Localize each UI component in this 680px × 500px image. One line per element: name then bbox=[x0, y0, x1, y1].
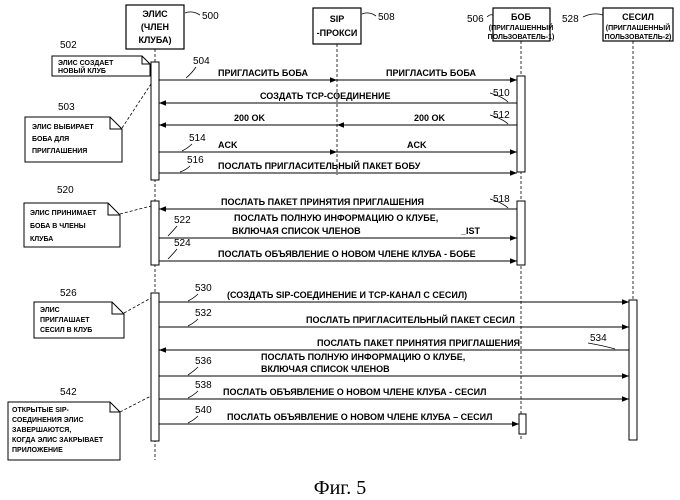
svg-text:СЕСИЛ В КЛУБ: СЕСИЛ В КЛУБ bbox=[40, 327, 92, 334]
message-label: ACK bbox=[407, 140, 427, 150]
ref-label: 542 bbox=[60, 387, 77, 398]
svg-text:516: 516 bbox=[187, 155, 204, 166]
activation-bob-3 bbox=[519, 414, 526, 434]
svg-text:504: 504 bbox=[193, 56, 210, 67]
message-label: ПОСЛАТЬ ПОЛНУЮ ИНФОРМАЦИЮ О КЛУБЕ, bbox=[261, 352, 465, 362]
svg-text:БОБА В ЧЛЕНЫ: БОБА В ЧЛЕНЫ bbox=[30, 223, 86, 230]
message-label: ПОСЛАТЬ ОБЪЯВЛЕНИЕ О НОВОМ ЧЛЕНЕ КЛУБА -… bbox=[218, 249, 476, 259]
note-503: ЭЛИС ВЫБИРАЕТ БОБА ДЛЯ ПРИГЛАШЕНИЯ 503 bbox=[25, 102, 122, 162]
message-label: ПОСЛАТЬ ОБЪЯВЛЕНИЕ О НОВОМ ЧЛЕНЕ КЛУБА –… bbox=[227, 412, 492, 422]
svg-text:530: 530 bbox=[195, 283, 212, 294]
svg-text:538: 538 bbox=[195, 380, 212, 391]
participant-cecil: СЕСИЛ (ПРИГЛАШЕННЫЙ ПОЛЬЗОВАТЕЛЬ-2) 528 bbox=[562, 8, 673, 41]
svg-text:524: 524 bbox=[174, 238, 191, 249]
figure-caption: Фиг. 5 bbox=[314, 477, 366, 499]
svg-text:ПОЛЬЗОВАТЕЛЬ-1): ПОЛЬЗОВАТЕЛЬ-1) bbox=[488, 34, 555, 41]
message-label: _IST bbox=[460, 226, 481, 236]
svg-text:ЭЛИС СОЗДАЕТ: ЭЛИС СОЗДАЕТ bbox=[58, 60, 114, 67]
note-542: ОТКРЫТЫЕ SIP- СОЕДИНЕНИЯ ЭЛИС ЗАВЕРШАЮТС… bbox=[8, 387, 120, 460]
note-520: ЭЛИС ПРИНИМАЕТ БОБА В ЧЛЕНЫ КЛУБА 520 bbox=[24, 185, 120, 247]
participant-bob: БОБ (ПРИГЛАШЕННЫЙ ПОЛЬЗОВАТЕЛЬ-1) 506 bbox=[467, 8, 554, 41]
svg-text:ЭЛИС: ЭЛИС bbox=[40, 307, 60, 314]
ref-label: 503 bbox=[58, 102, 75, 113]
ref-label: 502 bbox=[60, 40, 77, 51]
svg-text:БОБА ДЛЯ: БОБА ДЛЯ bbox=[32, 136, 69, 143]
svg-text:SIP: SIP bbox=[330, 14, 345, 24]
svg-text:522: 522 bbox=[174, 215, 191, 226]
svg-text:БОБ: БОБ bbox=[511, 12, 531, 22]
svg-text:532: 532 bbox=[195, 308, 212, 319]
message-label: 200 OK bbox=[414, 113, 446, 123]
svg-text:ОТКРЫТЫЕ SIP-: ОТКРЫТЫЕ SIP- bbox=[12, 407, 70, 414]
svg-text:(ЧЛЕН: (ЧЛЕН bbox=[141, 22, 169, 32]
svg-text:СЕСИЛ: СЕСИЛ bbox=[622, 12, 654, 22]
activation-bob-2 bbox=[517, 201, 525, 265]
svg-text:ЭЛИС ПРИНИМАЕТ: ЭЛИС ПРИНИМАЕТ bbox=[30, 210, 97, 217]
svg-text:ПРИГЛАШАЕТ: ПРИГЛАШАЕТ bbox=[40, 317, 90, 324]
message-label: ПРИГЛАСИТЬ БОБА bbox=[386, 68, 476, 78]
ref-label: 528 bbox=[562, 14, 579, 25]
message-label: СОЗДАТЬ TCP-СОЕДИНЕНИЕ bbox=[260, 91, 390, 101]
message-label: ПОСЛАТЬ ПАКЕТ ПРИНЯТИЯ ПРИГЛАШЕНИЯ bbox=[221, 197, 424, 207]
svg-text:540: 540 bbox=[195, 405, 212, 416]
svg-text:ЗАВЕРШАЮТСЯ,: ЗАВЕРШАЮТСЯ, bbox=[12, 427, 71, 434]
message-label: ПОСЛАТЬ ПОЛНУЮ ИНФОРМАЦИЮ О КЛУБЕ, bbox=[234, 213, 438, 223]
message-refs: 504 510 512 514 516 518 522 524 530 532 … bbox=[168, 56, 615, 423]
svg-text:ЭЛИС ВЫБИРАЕТ: ЭЛИС ВЫБИРАЕТ bbox=[32, 124, 94, 131]
participant-sip-proxy: SIP -ПРОКСИ 508 bbox=[313, 8, 395, 44]
svg-text:КОГДА ЭЛИС ЗАКРЫВАЕТ: КОГДА ЭЛИС ЗАКРЫВАЕТ bbox=[12, 437, 104, 444]
message-label: ПОСЛАТЬ ПАКЕТ ПРИНЯТИЯ ПРИГЛАШЕНИЯ bbox=[317, 338, 520, 348]
svg-text:ПРИЛОЖЕНИЕ: ПРИЛОЖЕНИЕ bbox=[12, 447, 63, 454]
activation-cecil bbox=[629, 300, 637, 440]
message-label: ПРИГЛАСИТЬ БОБА bbox=[218, 68, 308, 78]
ref-label: 506 bbox=[467, 14, 484, 25]
svg-text:ПОЛЬЗОВАТЕЛЬ-2): ПОЛЬЗОВАТЕЛЬ-2) bbox=[605, 34, 672, 41]
ref-label: 500 bbox=[202, 11, 219, 22]
note-connectors bbox=[120, 66, 151, 412]
svg-text:НОВЫЙ КЛУБ: НОВЫЙ КЛУБ bbox=[58, 66, 106, 75]
message-labels: ПРИГЛАСИТЬ БОБА ПРИГЛАСИТЬ БОБА СОЗДАТЬ … bbox=[218, 68, 520, 422]
message-label: ACK bbox=[218, 140, 238, 150]
svg-text:514: 514 bbox=[189, 133, 206, 144]
message-label: 200 OK bbox=[234, 113, 266, 123]
ref-label: 508 bbox=[378, 12, 395, 23]
svg-text:534: 534 bbox=[590, 333, 607, 344]
svg-text:(ПРИГЛАШЕННЫЙ: (ПРИГЛАШЕННЫЙ bbox=[606, 23, 671, 32]
activation-alice-3 bbox=[151, 293, 159, 441]
activation-bob-1 bbox=[517, 76, 525, 172]
message-label: ПОСЛАТЬ ОБЪЯВЛЕНИЕ О НОВОМ ЧЛЕНЕ КЛУБА -… bbox=[223, 387, 486, 397]
message-label: (СОЗДАТЬ SIP-СОЕДИНЕНИЕ И TCP-КАНАЛ С СЕ… bbox=[227, 290, 467, 300]
svg-text:536: 536 bbox=[195, 356, 212, 367]
message-label: ПОСЛАТЬ ПРИГЛАСИТЕЛЬНЫЙ ПАКЕТ СЕСИЛ bbox=[306, 314, 515, 325]
svg-text:КЛУБА: КЛУБА bbox=[30, 236, 53, 243]
ref-label: 526 bbox=[60, 288, 77, 299]
svg-text:КЛУБА): КЛУБА) bbox=[138, 35, 171, 45]
svg-text:ЭЛИС: ЭЛИС bbox=[142, 9, 168, 19]
svg-text:ПРИГЛАШЕНИЯ: ПРИГЛАШЕНИЯ bbox=[32, 148, 87, 155]
svg-text:-ПРОКСИ: -ПРОКСИ bbox=[317, 28, 358, 38]
svg-text:СОЕДИНЕНИЯ ЭЛИС: СОЕДИНЕНИЯ ЭЛИС bbox=[12, 417, 84, 424]
message-label: ВКЛЮЧАЯ СПИСОК ЧЛЕНОВ bbox=[261, 364, 390, 374]
activation-alice-2 bbox=[151, 201, 159, 265]
message-label: ВКЛЮЧАЯ СПИСОК ЧЛЕНОВ bbox=[232, 226, 361, 236]
ref-label: 520 bbox=[57, 185, 74, 196]
svg-text:(ПРИГЛАШЕННЫЙ: (ПРИГЛАШЕННЫЙ bbox=[489, 23, 554, 32]
message-label: ПОСЛАТЬ ПРИГЛАСИТЕЛЬНЫЙ ПАКЕТ БОБУ bbox=[218, 160, 421, 171]
activation-alice-1 bbox=[151, 62, 159, 180]
note-526: ЭЛИС ПРИГЛАШАЕТ СЕСИЛ В КЛУБ 526 bbox=[34, 288, 124, 338]
participant-alice: ЭЛИС (ЧЛЕН КЛУБА) 500 bbox=[126, 5, 219, 49]
